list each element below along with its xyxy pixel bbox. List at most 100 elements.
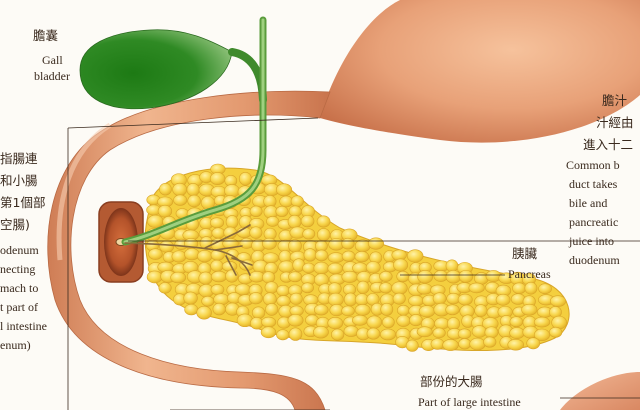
pancreas-lobule	[484, 326, 499, 339]
pancreas-lobule	[396, 304, 410, 316]
pancreas-lobule	[303, 248, 317, 262]
pancreas-lobule	[356, 280, 370, 294]
duodenum-label-en-4: t part of	[0, 300, 38, 314]
duodenum-label-en-6: enum)	[0, 338, 31, 352]
pancreas-label-en: Pancreas	[508, 267, 551, 281]
gallbladder-label-en-2: bladder	[34, 69, 70, 83]
pancreas-lobule	[366, 315, 383, 329]
pancreas-lobule	[379, 282, 393, 294]
pancreas-lobule	[157, 204, 173, 218]
pancreas-lobule	[314, 249, 329, 262]
pancreas-lobule	[392, 292, 406, 305]
pancreas-lobule	[457, 293, 473, 306]
pancreas-lobule	[170, 271, 187, 284]
pancreas-lobule	[249, 226, 263, 239]
pancreas-lobule	[538, 283, 552, 295]
pancreas-lobule	[250, 316, 264, 330]
pancreas-lobule	[521, 303, 538, 316]
pancreas-lobule	[171, 250, 187, 263]
pancreas-lobule	[288, 271, 303, 283]
pancreas-lobule	[197, 250, 213, 263]
pancreas-lobule	[396, 270, 410, 283]
pancreas-lobule	[526, 337, 541, 350]
pancreas-lobule	[289, 292, 303, 305]
pancreas-lobule	[458, 269, 474, 283]
pancreas-lobule	[445, 259, 459, 273]
pancreas-lobule	[172, 182, 188, 197]
pancreas-lobule	[393, 258, 409, 272]
pancreas-lobule	[316, 228, 331, 242]
pancreas-lobule	[341, 237, 355, 250]
pancreas-lobule	[341, 250, 356, 262]
pancreas-lobule	[343, 325, 359, 337]
pancreas-lobule	[471, 325, 487, 338]
pancreas-lobule	[262, 237, 277, 250]
pancreas-lobule	[366, 327, 381, 340]
pancreas-lobule	[275, 205, 289, 217]
duodenum-label-zh-4: 空腸)	[0, 217, 30, 232]
gallbladder-label-en-1: Gall	[42, 53, 63, 67]
pancreas-lobule	[287, 214, 302, 229]
pancreas-lobule	[287, 314, 304, 327]
pancreas-lobule	[147, 214, 164, 228]
large-intestine	[560, 372, 640, 410]
pancreas-lobule	[341, 270, 359, 283]
pancreas-lobule	[327, 262, 344, 275]
duodenum-label-en-2: necting	[0, 262, 36, 276]
pancreas-lobule	[261, 316, 277, 328]
pancreas-lobule	[483, 336, 497, 348]
pancreas-lobule	[302, 228, 316, 240]
large-intestine-label-en: Part of large intestine	[418, 395, 521, 409]
duodenum-label-en-5: l intestine	[0, 319, 47, 333]
pancreas-lobule	[351, 314, 368, 326]
pancreas-lobule	[445, 270, 462, 284]
pancreas-lobule	[148, 248, 163, 260]
bile-duct	[121, 16, 267, 246]
pancreas-lobule	[146, 270, 163, 284]
pancreas-lobule	[354, 304, 371, 316]
pancreas-lobule	[485, 270, 502, 282]
pancreas-lobule	[300, 214, 315, 228]
pancreas-lobule	[416, 283, 433, 295]
pancreas-lobule	[288, 239, 302, 253]
pancreas-lobule	[265, 303, 279, 316]
pancreas-lobule	[210, 284, 225, 296]
pancreas-lobule	[159, 183, 172, 196]
pancreas-lobule	[209, 217, 225, 229]
bile-duct-label-en-4: pancreatic	[569, 215, 619, 229]
pancreas-lobule	[367, 237, 384, 250]
pancreas-lobule	[276, 329, 290, 341]
pancreas-lobule	[262, 271, 276, 284]
pancreas-lobule	[509, 327, 525, 339]
pancreas-lobule	[198, 271, 213, 285]
pancreas-lobule	[432, 292, 447, 305]
pancreatic-duct	[124, 224, 253, 276]
pancreas-lobule	[187, 194, 201, 208]
bile-duct-label-en-6: duodenum	[569, 253, 620, 267]
pancreas-lobule	[260, 326, 277, 339]
large-intestine-label-zh: 部份的大腸	[420, 374, 483, 389]
pancreas-lobule	[396, 314, 411, 327]
pancreas-lobule	[408, 295, 424, 307]
pancreas-lobule	[469, 337, 486, 351]
pancreas-lobule	[225, 215, 239, 229]
pancreas-lobule	[409, 314, 423, 327]
bile-duct-label-en-1: Common b	[566, 158, 620, 172]
pancreas-lobule	[416, 326, 433, 338]
pancreas-lobule	[457, 328, 472, 340]
pancreas-lobule	[251, 306, 266, 319]
pancreas-lobule	[266, 216, 280, 227]
duodenum-label-en-3: mach to	[0, 281, 39, 295]
pancreas-lobule	[417, 270, 434, 284]
pancreas-lobule	[184, 303, 199, 316]
pancreas-lobule	[524, 281, 538, 295]
bile-duct-label-zh-3: 進入十二	[583, 137, 634, 152]
pancreas-lobule	[210, 270, 228, 283]
pancreas-lobule	[288, 327, 303, 341]
pancreas-lobule	[354, 251, 370, 263]
pancreas-lobule	[276, 284, 290, 297]
pancreas-lobule	[210, 259, 224, 272]
pancreas-lobule	[327, 317, 344, 330]
pancreas-lobule	[211, 227, 226, 239]
